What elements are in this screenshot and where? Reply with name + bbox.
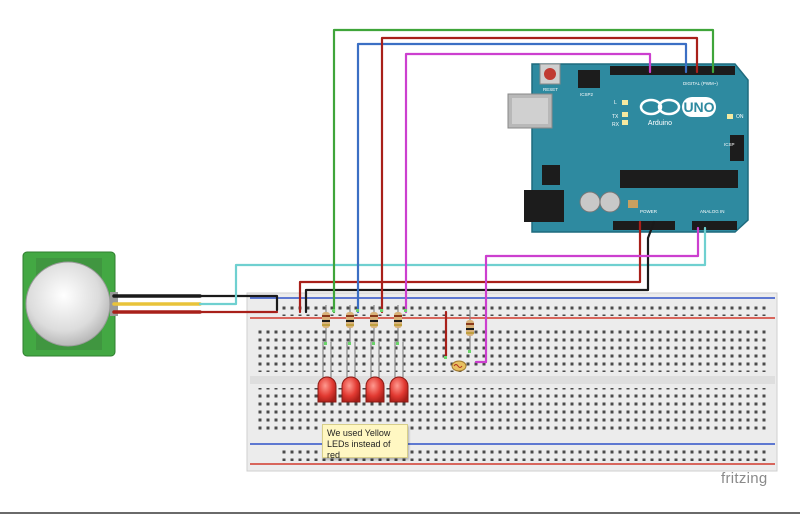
digital-label: DIGITAL (PWM~) <box>683 81 718 86</box>
power-header <box>613 221 675 230</box>
wire-green-d <box>332 28 715 314</box>
resistor-ldr <box>466 310 474 350</box>
tx-label: TX <box>612 114 619 120</box>
wire-magenta-d <box>404 52 652 314</box>
wire-red-d <box>380 36 699 314</box>
center-channel <box>250 376 775 384</box>
analog-label: ANALOG IN <box>700 209 725 214</box>
wire-gnd <box>304 220 656 314</box>
on-label: ON <box>736 114 744 120</box>
arduino-brand: Arduino <box>648 120 672 127</box>
wire-magenta-a <box>484 226 700 364</box>
top-rail-holes <box>282 302 770 316</box>
reset-button <box>544 68 556 80</box>
l-label: L <box>614 100 617 106</box>
power-label: POWER <box>640 209 658 214</box>
power-jack <box>524 190 564 222</box>
icsp-header <box>730 135 744 161</box>
pir-dome-icon <box>25 261 111 347</box>
resistor-2 <box>346 305 354 342</box>
resistors <box>322 305 474 350</box>
annotation-note: We used Yellow LEDs instead of red <box>322 424 408 460</box>
led-2 <box>341 342 361 403</box>
arduino-infinity-icon <box>639 98 663 116</box>
led-3 <box>365 342 385 403</box>
led-4 <box>389 342 409 403</box>
arduino-uno-board: UNO Arduino RESET ICSP2 DIGITAL (PWM~) P… <box>507 63 749 233</box>
atmega-chip <box>620 170 738 188</box>
icsp2-header <box>578 70 600 88</box>
resistor-1 <box>322 305 330 342</box>
pir-sensor <box>22 251 118 357</box>
note-line-2: LEDs instead of red <box>327 439 391 460</box>
led-1 <box>317 342 337 403</box>
photoresistor <box>451 360 467 372</box>
digital-header <box>610 66 735 75</box>
wire-cyan-a0 <box>198 226 707 306</box>
icsp2-label: ICSP2 <box>580 92 594 97</box>
reset-label: RESET <box>543 87 558 92</box>
wires <box>112 28 715 364</box>
leds <box>317 342 409 403</box>
uno-logo: UNO <box>683 99 714 115</box>
wire-5v <box>298 220 642 314</box>
hole-field-top <box>258 330 770 372</box>
connection-markers <box>324 309 471 359</box>
analog-header <box>692 221 737 230</box>
fritzing-watermark: fritzing <box>721 470 768 487</box>
wire-blue-d <box>356 42 688 314</box>
bottom-divider <box>0 512 800 514</box>
resistor-3 <box>370 305 378 342</box>
rx-label: RX <box>612 122 620 128</box>
icsp-label: ICSP <box>724 142 735 147</box>
resistor-4 <box>394 305 402 342</box>
note-line-1: We used Yellow <box>327 428 391 438</box>
wire-black-bb <box>198 294 279 312</box>
